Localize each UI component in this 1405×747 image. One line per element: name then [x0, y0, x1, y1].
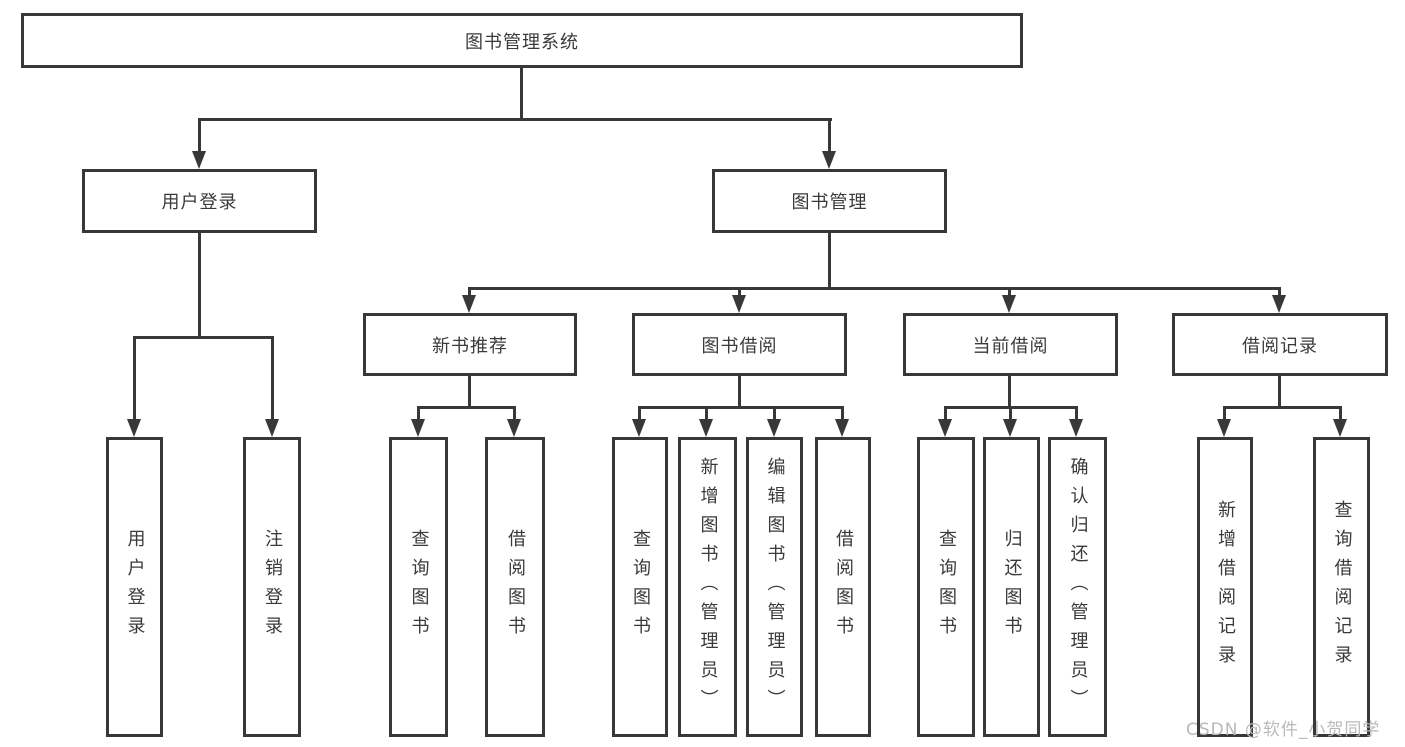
- arrowhead-down-icon: [192, 151, 206, 169]
- node-label: 新增借阅记录: [1215, 500, 1236, 674]
- connector-line: [417, 406, 516, 409]
- connector-line: [1009, 406, 1012, 421]
- node-logout: 注销登录: [243, 437, 301, 737]
- node-rec-query-book: 查询图书: [389, 437, 448, 737]
- node-br-add-record: 新增借阅记录: [1197, 437, 1253, 737]
- node-bb-edit-book-admin: 编辑图书（管理员）: [746, 437, 803, 737]
- arrowhead-down-icon: [1003, 419, 1017, 437]
- node-label: 查询图书: [408, 529, 430, 645]
- node-borrowing-records: 借阅记录: [1172, 313, 1388, 376]
- connector-line: [738, 376, 741, 409]
- connector-line: [1278, 376, 1281, 409]
- node-bb-query-book: 查询图书: [612, 437, 668, 737]
- connector-line: [1223, 406, 1226, 421]
- connector-line: [133, 336, 274, 339]
- connector-line: [1008, 287, 1011, 298]
- node-rec-borrow-book: 借阅图书: [485, 437, 545, 737]
- node-user-login-group: 用户登录: [82, 169, 317, 233]
- connector-line: [1223, 406, 1342, 409]
- node-label: 用户登录: [124, 529, 146, 645]
- connector-line: [513, 406, 516, 421]
- connector-line: [828, 233, 831, 290]
- node-cb-confirm-return-admin: 确认归还（管理员）: [1048, 437, 1107, 737]
- connector-line: [520, 68, 523, 121]
- node-label: 新书推荐: [432, 335, 508, 357]
- connector-line: [828, 118, 831, 154]
- connector-line: [417, 406, 420, 421]
- node-library-management-system: 图书管理系统: [21, 13, 1023, 68]
- node-label: 编辑图书（管理员）: [764, 456, 786, 718]
- arrowhead-down-icon: [1272, 295, 1286, 313]
- node-label: 查询图书: [936, 529, 957, 645]
- node-label: 确认归还（管理员）: [1067, 456, 1089, 718]
- node-new-book-recommendation: 新书推荐: [363, 313, 577, 376]
- node-current-borrowing: 当前借阅: [903, 313, 1118, 376]
- connector-line: [468, 287, 1281, 290]
- node-label: 查询图书: [630, 529, 651, 645]
- connector-line: [773, 406, 776, 421]
- connector-line: [841, 406, 844, 421]
- node-label: 借阅图书: [505, 529, 526, 645]
- arrowhead-down-icon: [1217, 419, 1231, 437]
- connector-line: [468, 376, 471, 409]
- connector-line: [1075, 406, 1078, 421]
- node-label: 新增图书（管理员）: [697, 456, 719, 718]
- node-label: 归还图书: [1001, 529, 1023, 645]
- arrowhead-down-icon: [1002, 295, 1016, 313]
- node-label: 图书管理系统: [465, 31, 579, 53]
- connector-line: [738, 287, 741, 298]
- arrowhead-down-icon: [1333, 419, 1347, 437]
- node-book-borrowing: 图书借阅: [632, 313, 847, 376]
- arrowhead-down-icon: [822, 151, 836, 169]
- arrowhead-down-icon: [699, 419, 713, 437]
- arrowhead-down-icon: [265, 419, 279, 437]
- node-bb-borrow-book: 借阅图书: [815, 437, 871, 737]
- connector-line: [271, 336, 274, 422]
- arrowhead-down-icon: [835, 419, 849, 437]
- node-label: 图书借阅: [701, 335, 778, 357]
- watermark: CSDN @软件_小贺同学: [1186, 720, 1381, 740]
- node-label: 当前借阅: [972, 335, 1049, 357]
- arrowhead-down-icon: [411, 419, 425, 437]
- arrowhead-down-icon: [507, 419, 521, 437]
- node-br-query-record: 查询借阅记录: [1313, 437, 1370, 737]
- node-label: 借阅记录: [1242, 335, 1318, 357]
- node-label: 查询借阅记录: [1331, 500, 1353, 674]
- connector-line: [1278, 287, 1281, 298]
- connector-line: [705, 406, 708, 421]
- arrowhead-down-icon: [938, 419, 952, 437]
- node-label: 用户登录: [161, 192, 238, 213]
- connector-line: [133, 336, 136, 422]
- node-label: 图书管理: [791, 192, 868, 213]
- node-label: 借阅图书: [833, 529, 854, 645]
- node-cb-return-book: 归还图书: [983, 437, 1040, 737]
- arrowhead-down-icon: [732, 295, 746, 313]
- node-label: 注销登录: [262, 529, 283, 645]
- node-user-login: 用户登录: [106, 437, 163, 737]
- node-book-management: 图书管理: [712, 169, 947, 233]
- arrowhead-down-icon: [632, 419, 646, 437]
- node-cb-query-book: 查询图书: [917, 437, 975, 737]
- connector-line: [638, 406, 641, 421]
- arrowhead-down-icon: [127, 419, 141, 437]
- connector-line: [944, 406, 947, 421]
- arrowhead-down-icon: [767, 419, 781, 437]
- connector-line: [468, 287, 471, 298]
- connector-line: [638, 406, 844, 409]
- arrowhead-down-icon: [1069, 419, 1083, 437]
- connector-line: [1339, 406, 1342, 421]
- connector-line: [198, 118, 832, 121]
- connector-line: [198, 233, 201, 339]
- arrowhead-down-icon: [462, 295, 476, 313]
- connector-line: [1008, 376, 1011, 409]
- connector-line: [198, 118, 201, 154]
- node-bb-add-book-admin: 新增图书（管理员）: [678, 437, 737, 737]
